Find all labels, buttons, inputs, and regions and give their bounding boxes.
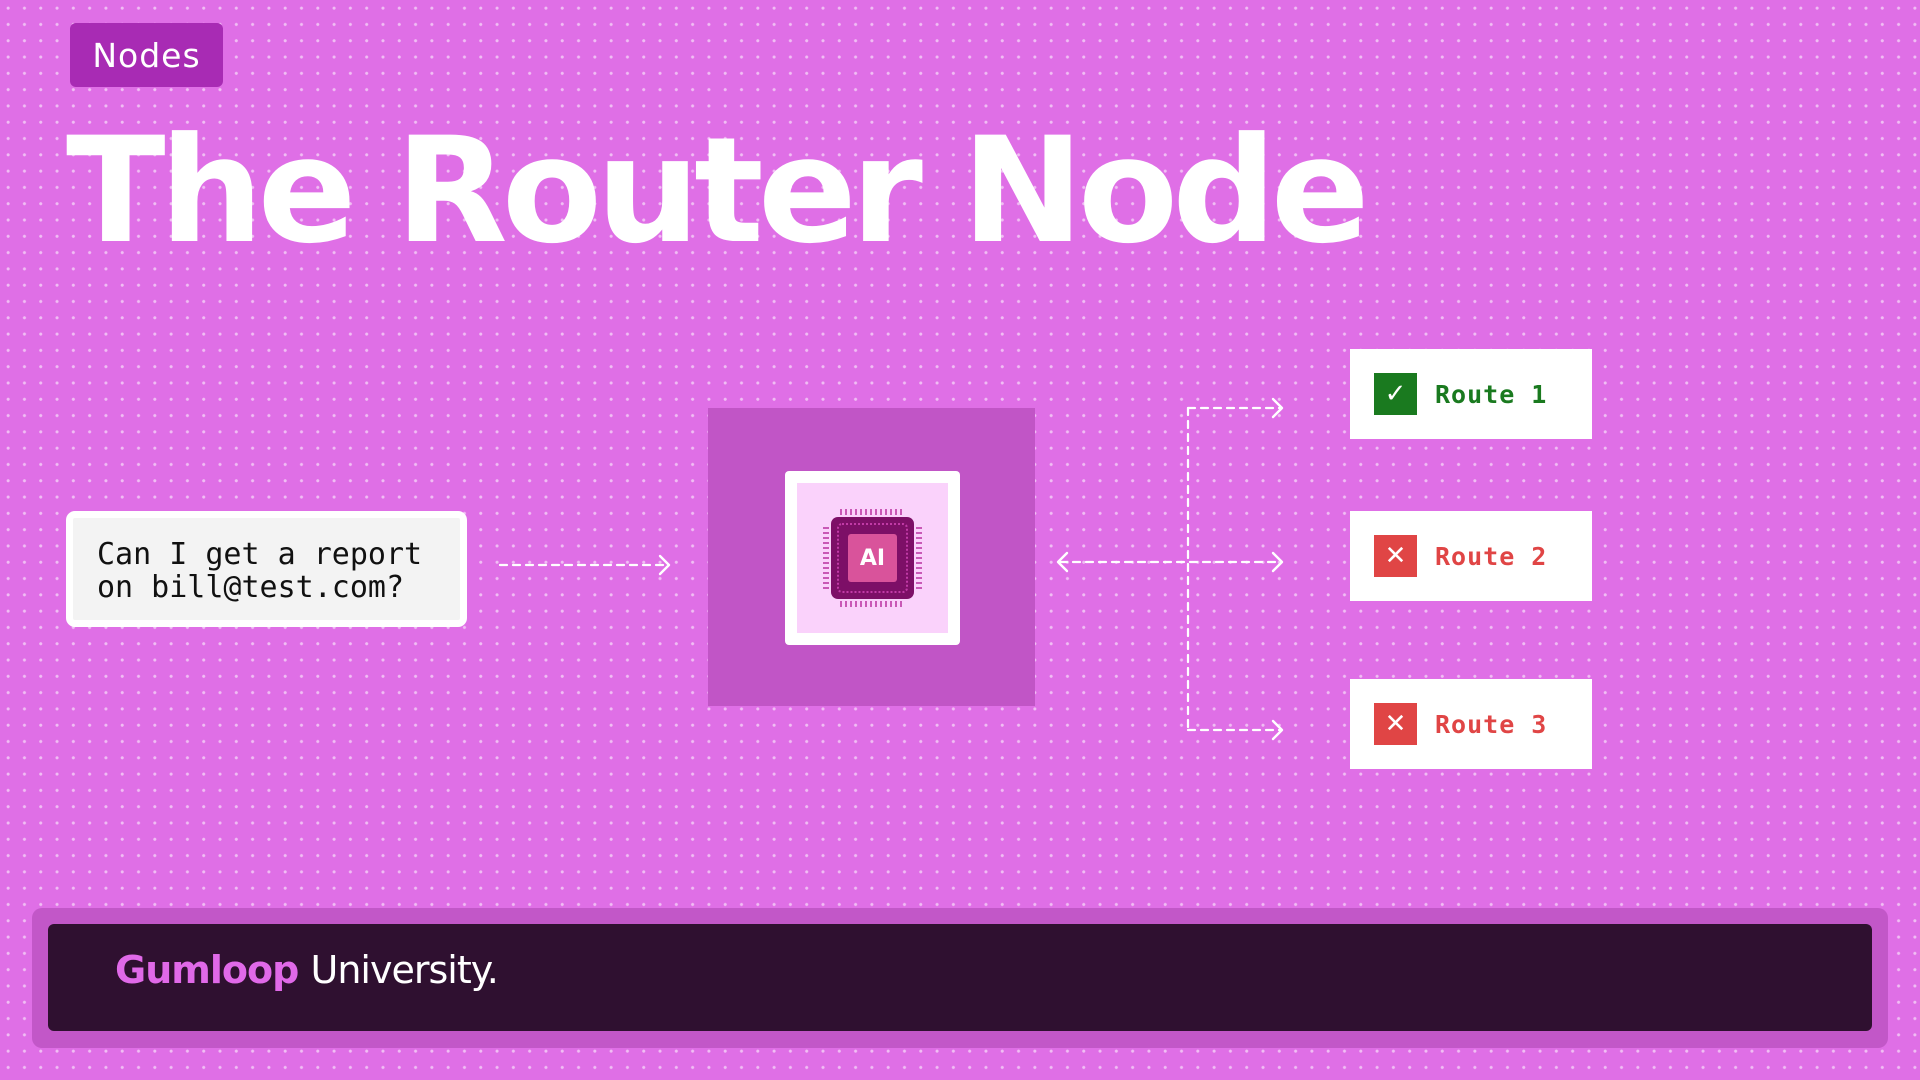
route-3-label: Route 3 (1435, 709, 1548, 739)
x-icon: ✕ (1374, 703, 1417, 745)
route-2-card: ✕ Route 2 (1350, 511, 1592, 601)
route-1-card: ✓ Route 1 (1350, 349, 1592, 439)
nodes-tag: Nodes (70, 23, 223, 87)
ai-chip-label: AI (860, 546, 885, 571)
input-message-box: Can I get a report on bill@test.com? (66, 511, 467, 627)
page-title: The Router Node (66, 106, 1370, 276)
ai-node-card: AI (785, 471, 960, 645)
route-2-label: Route 2 (1435, 541, 1548, 571)
check-icon: ✓ (1374, 373, 1417, 415)
route-1-label: Route 1 (1435, 379, 1548, 409)
brand-name: Gumloop (115, 948, 299, 992)
ai-chip-icon: AI (823, 509, 922, 607)
brand-suffix: University. (310, 948, 499, 992)
gumloop-university-logo: Gumloop University. (115, 948, 499, 992)
footer-frame: Gumloop University. (32, 908, 1888, 1048)
footer-bar: Gumloop University. (48, 924, 1872, 1031)
x-icon: ✕ (1374, 535, 1417, 577)
route-3-card: ✕ Route 3 (1350, 679, 1592, 769)
